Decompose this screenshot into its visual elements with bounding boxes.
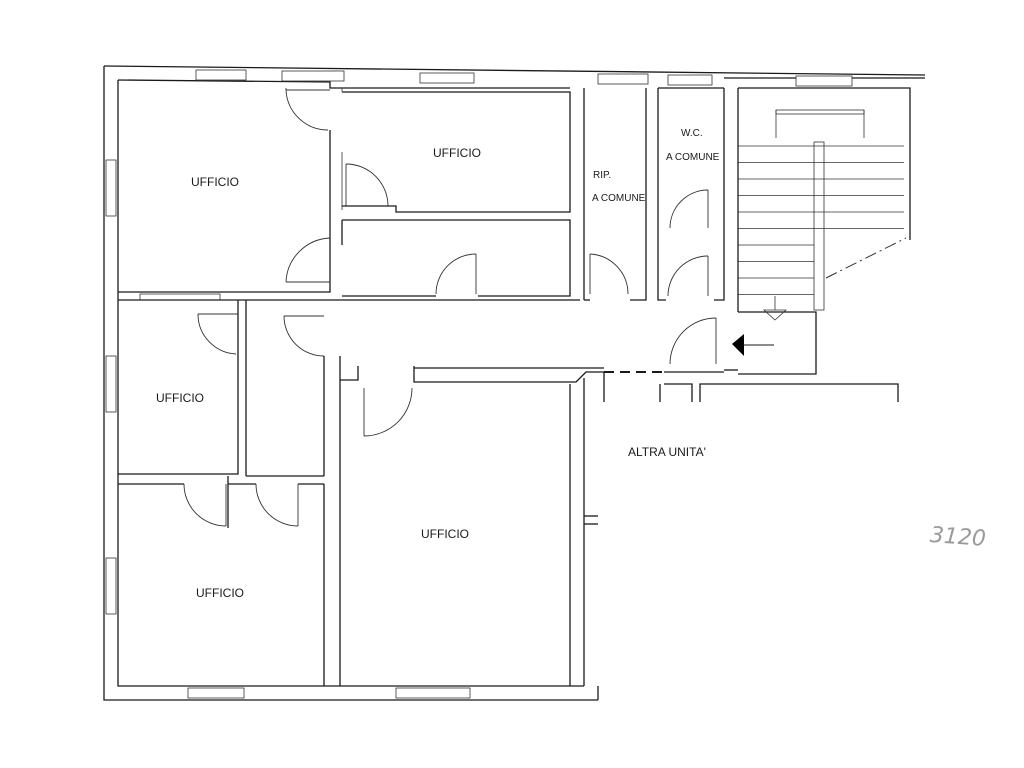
windows: [105, 69, 853, 699]
room-label-office-top-middle: UFFICIO: [433, 146, 481, 160]
staircase: [738, 109, 907, 311]
outer-walls: [103, 65, 926, 701]
interior-walls: [118, 87, 899, 686]
room-label-other-unit: ALTRA UNITA': [628, 445, 706, 459]
room-label-storage-line2: A COMUNE: [592, 193, 646, 204]
room-label-office-bottom-left: UFFICIO: [196, 586, 244, 600]
room-label-storage-line1: RIP.: [593, 170, 611, 181]
handwritten-note: 3120: [929, 523, 987, 552]
room-label-office-mid-left: UFFICIO: [156, 391, 204, 405]
room-label-office-large: UFFICIO: [421, 527, 469, 541]
triangle-down-icon: [762, 296, 788, 321]
doors: [183, 88, 717, 527]
room-label-office-top-left: UFFICIO: [191, 175, 239, 189]
arrow-left-icon: [732, 334, 774, 356]
room-label-wc-line1: W.C.: [681, 128, 703, 139]
room-label-wc-line2: A COMUNE: [666, 152, 720, 163]
